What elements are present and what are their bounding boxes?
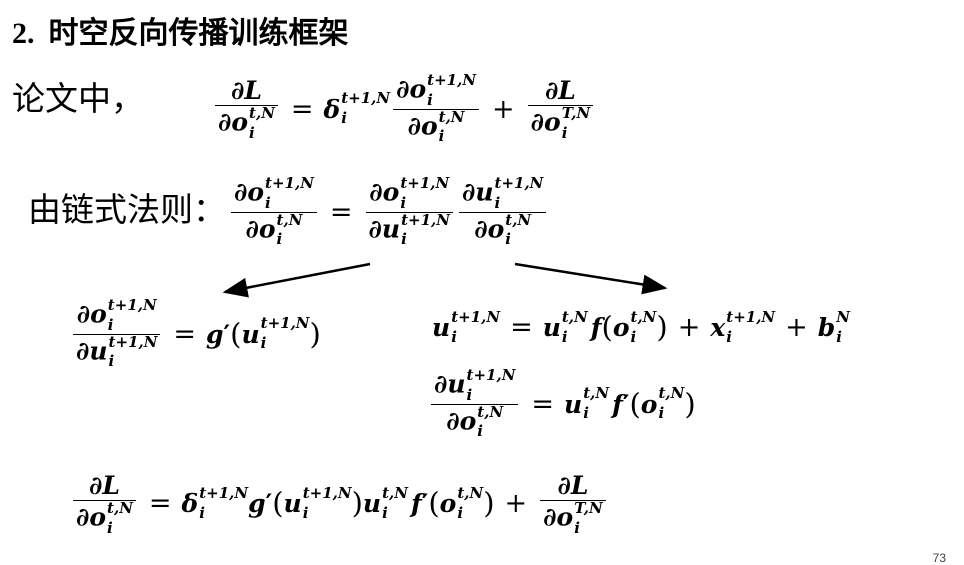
- chain-rule-label: 由链式法则：: [28, 190, 226, 229]
- page-number: 73: [932, 551, 946, 565]
- arrow-right: [514, 262, 668, 295]
- section-title: 时空反向传播训练框架: [48, 16, 349, 51]
- section-heading: 2. 时空反向传播训练框架: [12, 8, 349, 52]
- paper-label: 论文中，: [12, 79, 144, 118]
- section-number: 2.: [12, 17, 35, 50]
- arrow-left: [222, 262, 371, 298]
